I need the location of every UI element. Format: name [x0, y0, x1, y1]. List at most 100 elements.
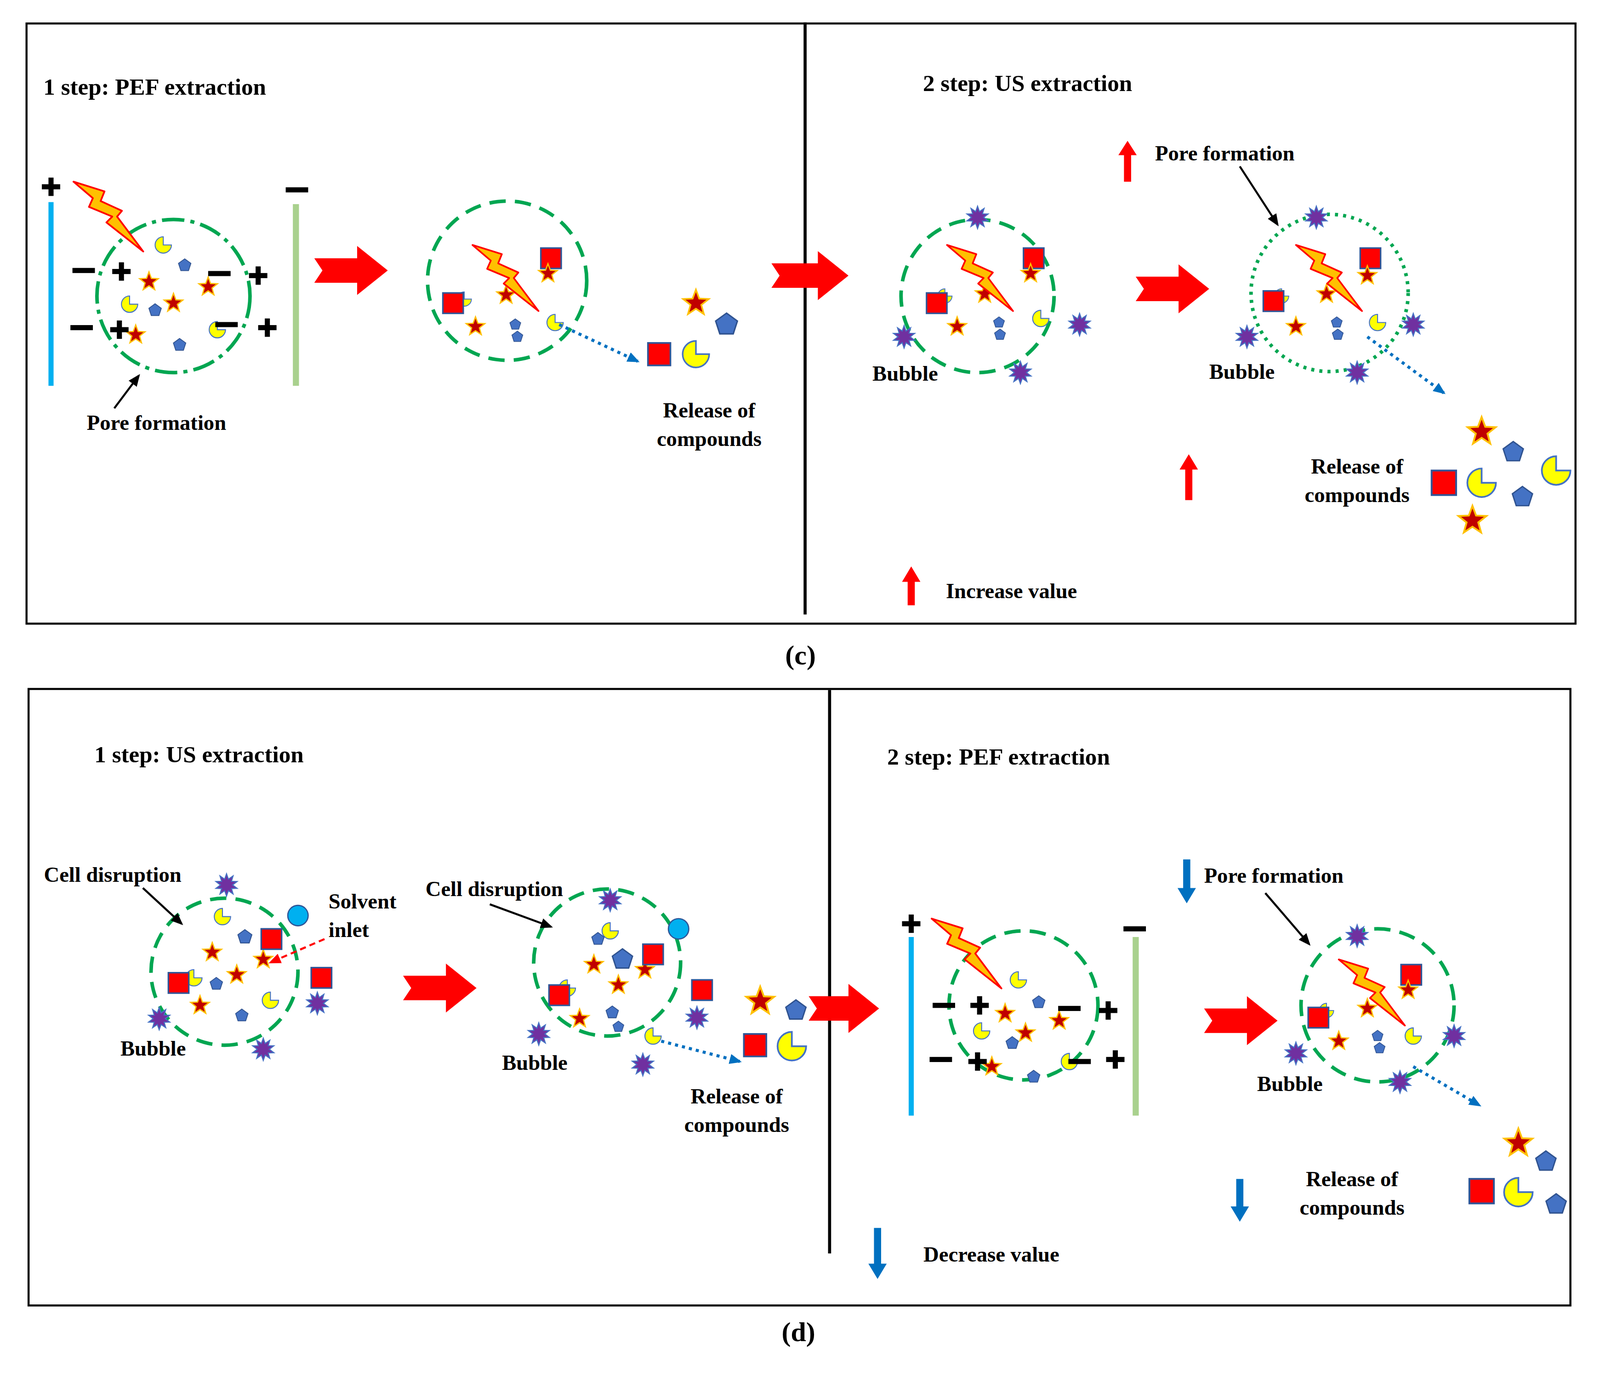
cell-membrane: [533, 888, 681, 1037]
plus-sign: [968, 1052, 987, 1071]
compound-pacman: [546, 314, 564, 331]
electrode-positive: [908, 936, 914, 1116]
compound-star: [538, 263, 558, 282]
bubble: [632, 1053, 654, 1076]
decrease-arrow: [1177, 859, 1196, 903]
annotation-label: Release of compounds: [1280, 1164, 1424, 1223]
release-arrow: [1413, 1066, 1480, 1105]
compound-star: [190, 995, 210, 1014]
lightning-bolt: [931, 918, 1002, 989]
compound-pentagon: [1546, 1193, 1567, 1213]
compound-star: [254, 949, 274, 968]
compound-star: [1467, 416, 1496, 444]
compound-star: [1021, 263, 1041, 282]
step-heading: 2 step: US extraction: [922, 66, 1133, 99]
compound-square: [168, 972, 189, 993]
panel-caption: (d): [747, 1312, 850, 1350]
compound-pacman: [121, 296, 138, 313]
increase-arrow: [1179, 454, 1198, 501]
plus-sign: [110, 320, 129, 339]
bubble: [1346, 924, 1368, 947]
divider-line: [828, 689, 832, 1253]
legend-item: Decrease value: [923, 1239, 1060, 1269]
minus-sign: [932, 1002, 956, 1008]
bubble: [528, 1022, 550, 1045]
compound-pentagon: [994, 329, 1006, 340]
compound-star: [570, 1008, 590, 1027]
annotation-label: Solvent inlet: [328, 886, 416, 945]
bubble: [252, 1037, 274, 1061]
compound-square: [1023, 247, 1044, 268]
bubble: [1443, 1024, 1465, 1048]
compound-pacman: [1405, 1027, 1422, 1045]
compound-square: [548, 984, 570, 1005]
annotation-label: Bubble: [120, 1033, 187, 1063]
compound-square: [1263, 290, 1284, 312]
compound-pentagon: [178, 258, 191, 271]
compound-star: [1049, 1010, 1069, 1029]
lightning-bolt: [946, 244, 1014, 312]
legend-text: Increase value: [945, 576, 1077, 606]
cell-membrane: [900, 219, 1054, 373]
compound-pentagon: [512, 330, 524, 342]
annotation-label: Release of compounds: [637, 395, 781, 454]
annotation-label: Bubble: [1257, 1069, 1323, 1099]
step-region: 1 step: US extraction: [29, 689, 809, 1304]
compound-star: [1016, 1022, 1036, 1041]
compound-pacman: [154, 236, 172, 254]
bubble: [1305, 205, 1327, 229]
compound-pentagon: [612, 948, 633, 968]
bubble: [686, 1006, 708, 1029]
compound-pacman: [214, 908, 231, 925]
compound-square: [1431, 470, 1457, 495]
increase-arrow: [1118, 140, 1137, 182]
legend-item: Increase value: [945, 576, 1077, 606]
decrease-arrow: [1230, 1178, 1249, 1222]
bubble: [1402, 313, 1424, 336]
compound-pentagon: [1027, 1070, 1040, 1082]
compound-pentagon: [591, 932, 604, 945]
pointer-line: [142, 887, 182, 924]
compound-star: [227, 964, 247, 983]
process-arrow: [314, 245, 388, 296]
compound-pacman: [1369, 314, 1386, 331]
solvent-arrow: [270, 938, 325, 963]
compound-pentagon: [173, 338, 186, 351]
compound-square: [691, 979, 712, 1000]
bubble: [893, 325, 915, 348]
compound-square: [540, 247, 562, 268]
annotation-label: Pore formation: [1204, 861, 1344, 891]
compound-pentagon: [1503, 441, 1524, 461]
pointer-line: [1239, 166, 1278, 225]
annotation-label: Bubble: [501, 1047, 568, 1077]
compound-star: [199, 277, 218, 296]
minus-sign: [70, 324, 93, 331]
plus-sign: [249, 266, 268, 285]
annotation-label: Cell disruption: [425, 874, 564, 904]
plus-sign: [1098, 1001, 1118, 1020]
compound-pentagon: [235, 1008, 249, 1021]
compound-star: [466, 316, 485, 335]
divider-line: [803, 22, 807, 615]
cell-membrane: [427, 200, 587, 360]
bubble: [1389, 1070, 1411, 1094]
electrode-negative: [1132, 936, 1139, 1116]
compound-pentagon: [1332, 329, 1344, 340]
compound-square: [442, 292, 463, 314]
minus-sign: [285, 187, 309, 193]
compound-star: [609, 974, 628, 993]
bubble: [599, 888, 621, 912]
compound-pacman: [1503, 1177, 1533, 1207]
lightning-bolt: [1338, 959, 1406, 1026]
step-region: 1 step: PEF extraction: [27, 24, 772, 622]
lightning-bolt: [472, 244, 539, 312]
plus-sign: [112, 262, 131, 281]
compound-square: [1400, 964, 1422, 985]
compound-pentagon: [238, 929, 252, 943]
